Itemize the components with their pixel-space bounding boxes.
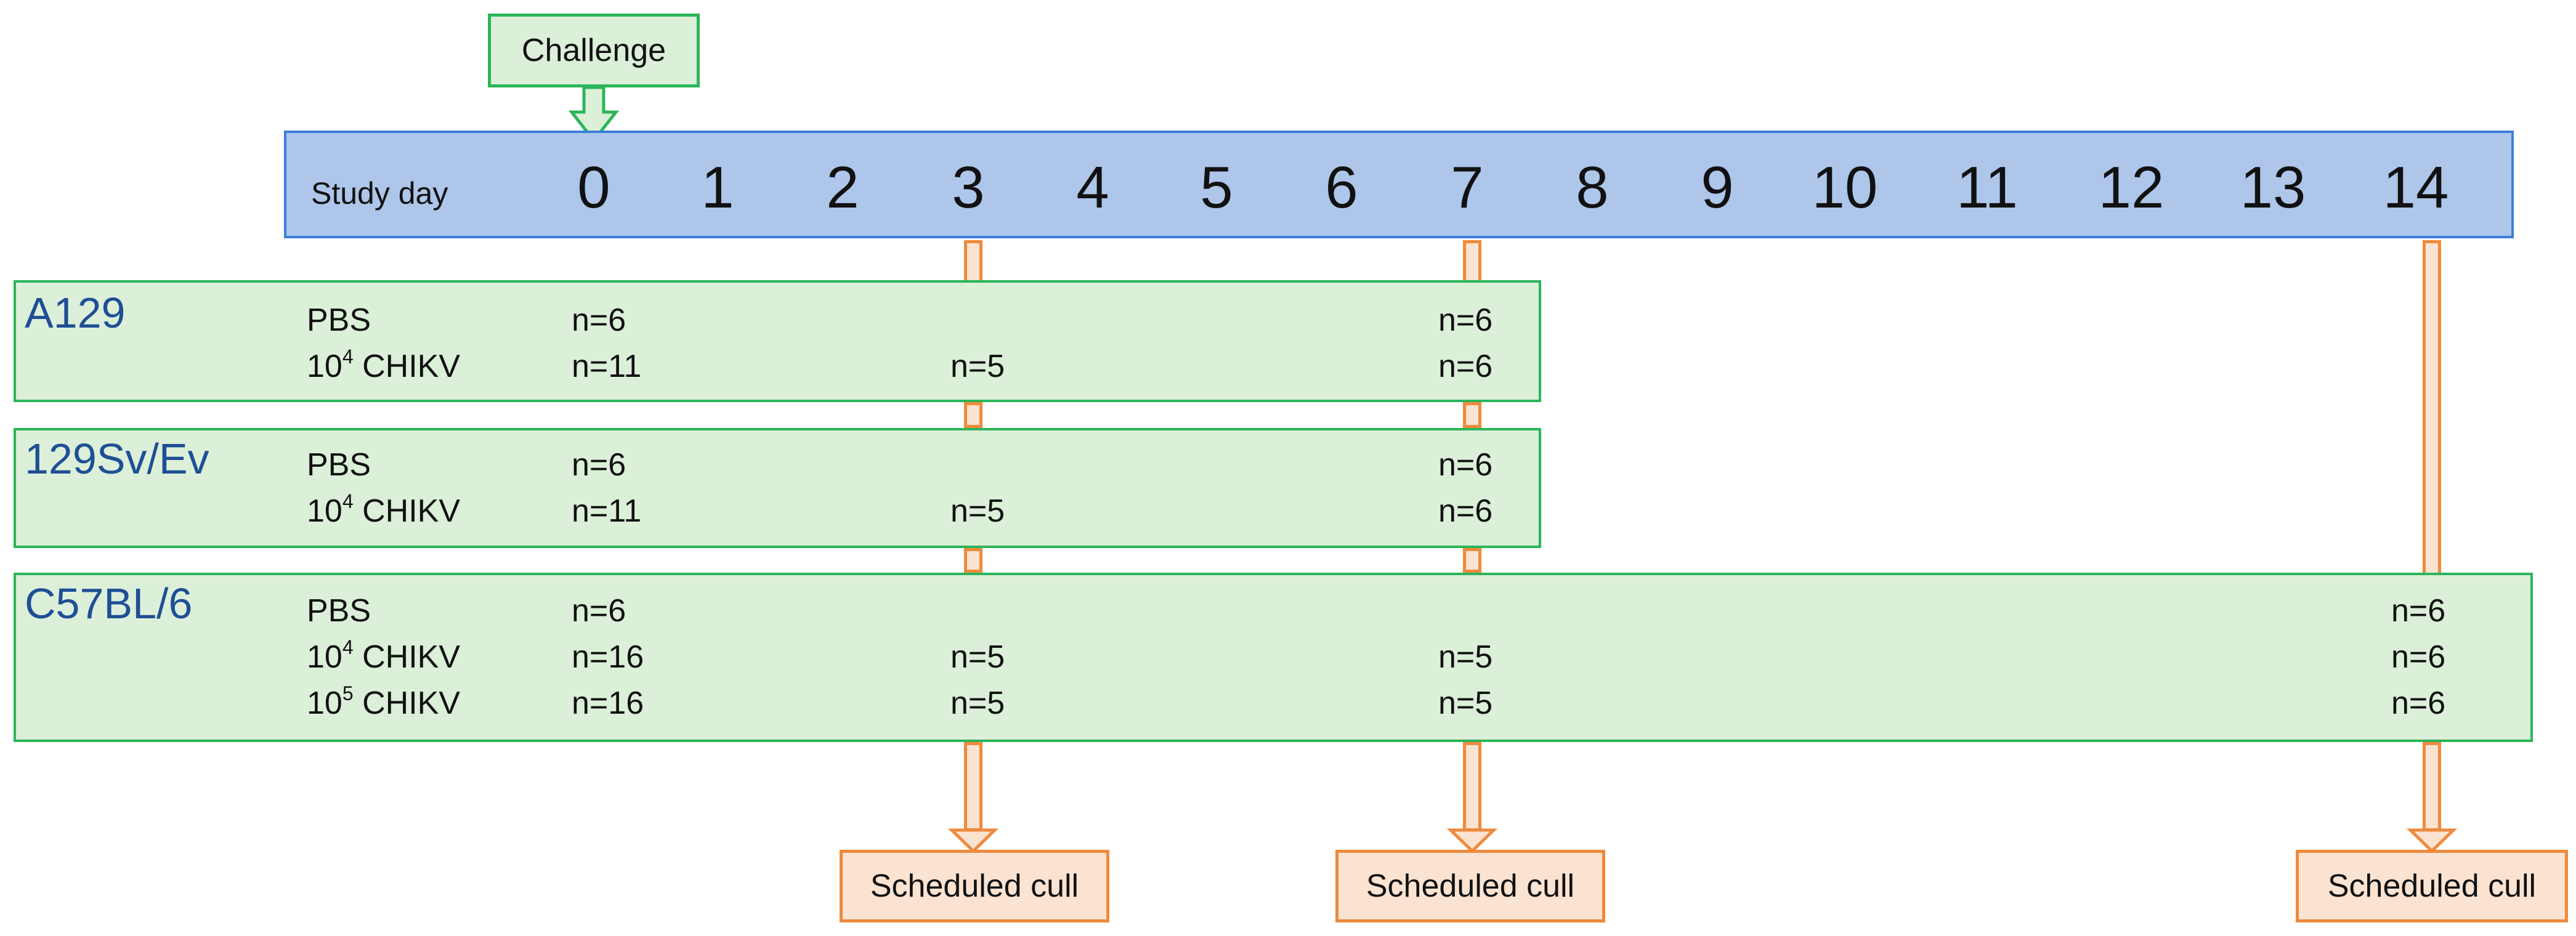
cull-column-day-3-gap bbox=[964, 402, 982, 428]
study-day-14: 14 bbox=[2383, 155, 2449, 220]
cell-day-7: n=5 bbox=[1438, 639, 1493, 675]
cull-column-day-7-gap bbox=[1463, 402, 1481, 428]
study-day-5: 5 bbox=[1200, 155, 1233, 220]
cell-day-3: n=5 bbox=[950, 493, 1005, 529]
cell-day-7: n=6 bbox=[1438, 302, 1493, 338]
cell-day-14: n=6 bbox=[2391, 639, 2446, 675]
group-panel-129sv-ev bbox=[14, 428, 1541, 548]
cell-day-3: n=5 bbox=[950, 639, 1005, 675]
row-label: 104 CHIKV bbox=[307, 490, 461, 529]
cell-day-0: n=16 bbox=[572, 685, 644, 721]
cell-day-0: n=11 bbox=[572, 493, 642, 529]
cull-column-day-14-bottom bbox=[2423, 742, 2441, 831]
cull-column-day-7-gap bbox=[1463, 548, 1481, 573]
study-day-0: 0 bbox=[577, 155, 610, 220]
cull-column-day-3-bottom bbox=[964, 742, 982, 831]
group-name: 129Sv/Ev bbox=[25, 435, 209, 483]
group-name: C57BL/6 bbox=[25, 579, 193, 627]
study-day-bar bbox=[284, 131, 2514, 238]
study-day-8: 8 bbox=[1576, 155, 1609, 220]
study-day-label: Study day bbox=[311, 176, 448, 211]
cell-day-0: n=11 bbox=[572, 349, 642, 384]
row-label: 104 CHIKV bbox=[307, 636, 461, 675]
scheduled-cull-box-day-14: Scheduled cull bbox=[2296, 850, 2568, 922]
cell-day-14: n=6 bbox=[2391, 593, 2446, 629]
cell-day-7: n=6 bbox=[1438, 349, 1493, 384]
cell-day-0: n=6 bbox=[572, 593, 626, 629]
scheduled-cull-box-day-3: Scheduled cull bbox=[840, 850, 1109, 922]
study-day-7: 7 bbox=[1451, 155, 1484, 220]
cull-column-day-7-bottom bbox=[1463, 742, 1481, 831]
group-panel-a129 bbox=[14, 280, 1541, 402]
study-day-4: 4 bbox=[1076, 155, 1109, 220]
challenge-label: Challenge bbox=[521, 33, 666, 68]
row-label: 105 CHIKV bbox=[307, 682, 461, 721]
study-day-13: 13 bbox=[2240, 155, 2306, 220]
study-day-9: 9 bbox=[1701, 155, 1734, 220]
scheduled-cull-label: Scheduled cull bbox=[870, 868, 1079, 904]
study-day-11: 11 bbox=[1956, 155, 2018, 220]
cell-day-0: n=16 bbox=[572, 639, 644, 675]
scheduled-cull-label: Scheduled cull bbox=[1366, 868, 1575, 904]
cell-day-14: n=6 bbox=[2391, 685, 2446, 721]
study-day-6: 6 bbox=[1325, 155, 1358, 220]
group-name: A129 bbox=[25, 289, 126, 337]
cell-day-3: n=5 bbox=[950, 349, 1005, 384]
group-panel-c57bl-6 bbox=[14, 573, 2533, 742]
study-day-3: 3 bbox=[952, 155, 985, 220]
study-day-10: 10 bbox=[1812, 155, 1878, 220]
cell-day-0: n=6 bbox=[572, 302, 626, 338]
row-label: PBS bbox=[307, 302, 371, 338]
row-label: PBS bbox=[307, 593, 371, 629]
cell-day-7: n=5 bbox=[1438, 685, 1493, 721]
row-label: PBS bbox=[307, 447, 371, 483]
cell-day-0: n=6 bbox=[572, 447, 626, 483]
scheduled-cull-label: Scheduled cull bbox=[2327, 868, 2537, 904]
cell-day-3: n=5 bbox=[950, 685, 1005, 721]
study-day-2: 2 bbox=[826, 155, 859, 220]
study-day-1: 1 bbox=[701, 155, 734, 220]
row-label: 104 CHIKV bbox=[307, 345, 461, 384]
study-day-12: 12 bbox=[2098, 155, 2165, 220]
cell-day-7: n=6 bbox=[1438, 493, 1493, 529]
scheduled-cull-box-day-7: Scheduled cull bbox=[1335, 850, 1605, 922]
cell-day-7: n=6 bbox=[1438, 447, 1493, 483]
cull-column-day-3-gap bbox=[964, 548, 982, 573]
